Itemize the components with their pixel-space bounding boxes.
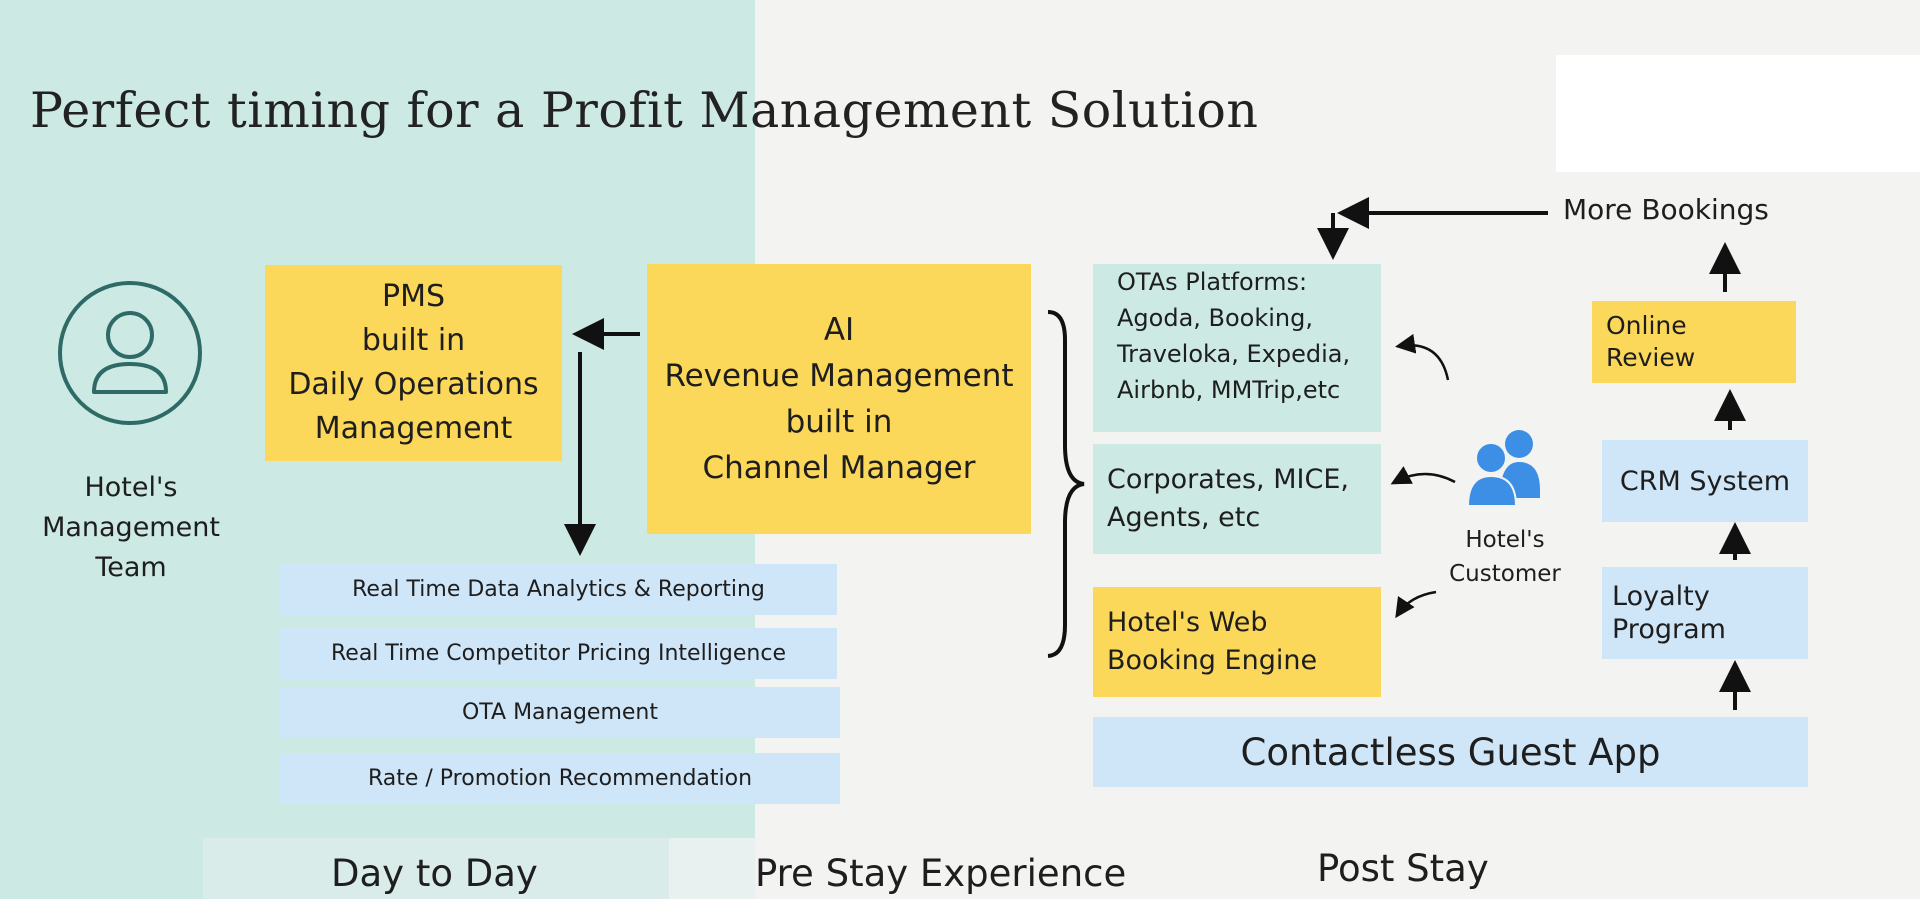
otas-line-3: Traveloka, Expedia, [1117, 340, 1351, 368]
management-team-user-icon [58, 281, 202, 425]
hotel-customer-group-icon [1466, 430, 1540, 506]
category-pre-stay-experience: Pre Stay Experience [755, 852, 1127, 895]
otas-line-4: Airbnb, MMTrip,etc [1117, 376, 1341, 404]
customer-line-1: Hotel's [1465, 527, 1545, 553]
otas-line-1: OTAs Platforms: [1117, 268, 1308, 296]
feature-competitor-pricing: Real Time Competitor Pricing Intelligenc… [280, 628, 837, 679]
team-label-line-1: Hotel's [84, 472, 178, 503]
ai-line-1: AI [823, 312, 855, 348]
ai-line-2: Revenue Management [664, 358, 1014, 394]
day-to-day-band [203, 838, 669, 899]
corporates-line-1: Corporates, MICE, [1107, 464, 1349, 495]
otas-platforms-box: OTAs Platforms: Agoda, Booking, Travelok… [1093, 264, 1381, 432]
pms-box: PMS built in Daily Operations Management [265, 265, 562, 461]
crm-system-box: CRM System [1602, 440, 1808, 522]
category-post-stay: Post Stay [1317, 847, 1489, 890]
pms-line-2: built in [361, 323, 466, 358]
team-label-line-2: Management [42, 512, 220, 543]
ai-revenue-management-box: AI Revenue Management built in Channel M… [647, 264, 1031, 534]
online-review-line-1: Online [1606, 311, 1687, 340]
curved-arrow-to-corporates [1390, 466, 1456, 485]
more-bookings-label: More Bookings [1563, 193, 1769, 226]
channels-brace [1047, 310, 1085, 658]
ai-line-4: Channel Manager [702, 450, 976, 486]
web-engine-line-1: Hotel's Web [1107, 607, 1268, 638]
feature-ota-management: OTA Management [280, 687, 840, 738]
web-booking-engine-box: Hotel's Web Booking Engine [1093, 587, 1381, 697]
management-team-label: Hotel's Management Team [20, 468, 242, 588]
online-review-line-2: Review [1606, 343, 1696, 372]
customer-line-2: Customer [1449, 561, 1561, 587]
team-label-line-3: Team [95, 552, 167, 583]
curved-arrow-to-otas [1395, 333, 1450, 381]
page-title: Perfect timing for a Profit Management S… [30, 82, 1259, 139]
pms-line-1: PMS [381, 279, 446, 314]
loyalty-line-1: Loyalty [1612, 581, 1710, 612]
hotel-customer-label: Hotel's Customer [1430, 522, 1580, 592]
ai-line-3: built in [785, 404, 893, 440]
white-placeholder-box [1556, 55, 1920, 172]
corporates-line-2: Agents, etc [1107, 502, 1261, 533]
otas-line-2: Agoda, Booking, [1117, 304, 1314, 332]
pms-line-3: Daily Operations [288, 367, 539, 402]
feature-rate-promotion: Rate / Promotion Recommendation [280, 753, 840, 804]
online-review-box: Online Review [1592, 301, 1796, 383]
curved-arrow-to-web-engine [1395, 590, 1437, 619]
corporates-box: Corporates, MICE, Agents, etc [1093, 444, 1381, 554]
pre-stay-band [669, 838, 755, 899]
category-day-to-day: Day to Day [331, 852, 538, 895]
loyalty-line-2: Program [1612, 614, 1726, 645]
feature-analytics-reporting: Real Time Data Analytics & Reporting [280, 564, 837, 615]
web-engine-line-2: Booking Engine [1107, 645, 1318, 676]
pms-line-4: Management [314, 411, 513, 446]
contactless-guest-app-box: Contactless Guest App [1093, 717, 1808, 787]
loyalty-program-box: Loyalty Program [1602, 567, 1808, 659]
